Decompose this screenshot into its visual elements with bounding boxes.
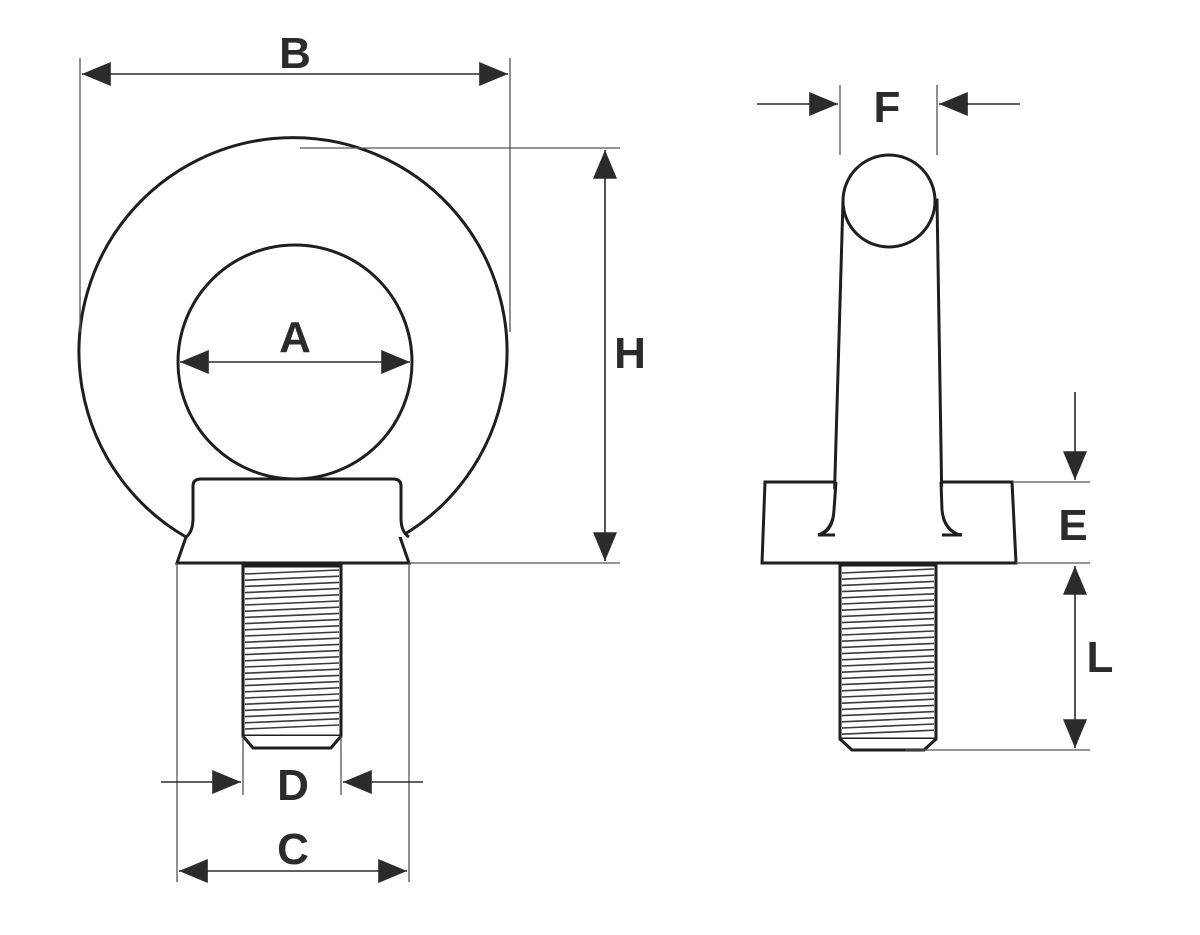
thread-line xyxy=(244,612,340,619)
thread-line xyxy=(244,625,340,631)
thread-line xyxy=(244,656,340,662)
side-view: F E L xyxy=(757,83,1114,752)
thread-line xyxy=(841,710,935,717)
thread-line xyxy=(841,599,935,605)
thread-line xyxy=(841,580,935,587)
front-view-threads xyxy=(244,569,340,730)
thread-line xyxy=(841,667,935,673)
thread-line xyxy=(841,655,935,661)
thread-line xyxy=(244,587,340,594)
label-b: B xyxy=(279,29,311,78)
side-view-shank xyxy=(838,563,938,752)
front-view-collar xyxy=(185,477,410,539)
thread-line xyxy=(244,600,340,606)
side-view-threads xyxy=(841,568,935,735)
thread-line xyxy=(841,692,935,698)
front-view: B A H D C xyxy=(77,29,646,883)
thread-line xyxy=(841,679,935,686)
thread-line xyxy=(244,575,340,581)
thread-line xyxy=(841,568,935,574)
thread-line xyxy=(841,605,935,611)
thread-line xyxy=(841,686,935,692)
thread-line xyxy=(841,593,935,599)
thread-line xyxy=(841,611,935,618)
thread-line xyxy=(841,698,935,704)
thread-line xyxy=(841,673,935,680)
thread-line xyxy=(841,661,935,667)
label-a: A xyxy=(279,313,311,362)
thread-line xyxy=(841,717,935,723)
thread-line xyxy=(244,711,340,718)
thread-line xyxy=(841,648,935,655)
thread-line xyxy=(244,674,340,681)
thread-line xyxy=(244,618,340,625)
thread-line xyxy=(244,649,340,656)
thread-line xyxy=(244,687,340,693)
label-c: C xyxy=(277,825,309,874)
thread-line xyxy=(244,637,340,643)
thread-line xyxy=(244,668,340,674)
thread-line xyxy=(841,586,935,593)
label-l: L xyxy=(1087,633,1114,682)
thread-line xyxy=(841,574,935,580)
thread-line xyxy=(244,705,340,712)
thread-line xyxy=(244,718,340,724)
thread-line xyxy=(244,724,340,730)
thread-line xyxy=(244,662,340,668)
thread-line xyxy=(244,643,340,650)
label-e: E xyxy=(1058,501,1087,550)
thread-line xyxy=(244,699,340,705)
thread-line xyxy=(841,704,935,711)
thread-line xyxy=(244,581,340,588)
thread-line xyxy=(841,624,935,630)
thread-line xyxy=(841,636,935,642)
thread-line xyxy=(841,617,935,624)
label-f: F xyxy=(874,83,901,132)
thread-line xyxy=(244,693,340,699)
thread-line xyxy=(244,606,340,612)
label-d: D xyxy=(277,761,309,810)
thread-line xyxy=(244,569,340,575)
thread-line xyxy=(244,631,340,637)
front-view-bolt-tip xyxy=(241,735,343,750)
side-view-ring-section xyxy=(841,153,937,249)
thread-line xyxy=(841,630,935,636)
thread-line xyxy=(244,680,340,687)
front-view-shank xyxy=(241,564,343,750)
thread-line xyxy=(841,723,935,729)
label-h: H xyxy=(614,329,646,378)
thread-line xyxy=(841,642,935,649)
thread-line xyxy=(841,729,935,735)
thread-line xyxy=(244,594,340,600)
side-view-bolt-tip xyxy=(838,737,938,752)
